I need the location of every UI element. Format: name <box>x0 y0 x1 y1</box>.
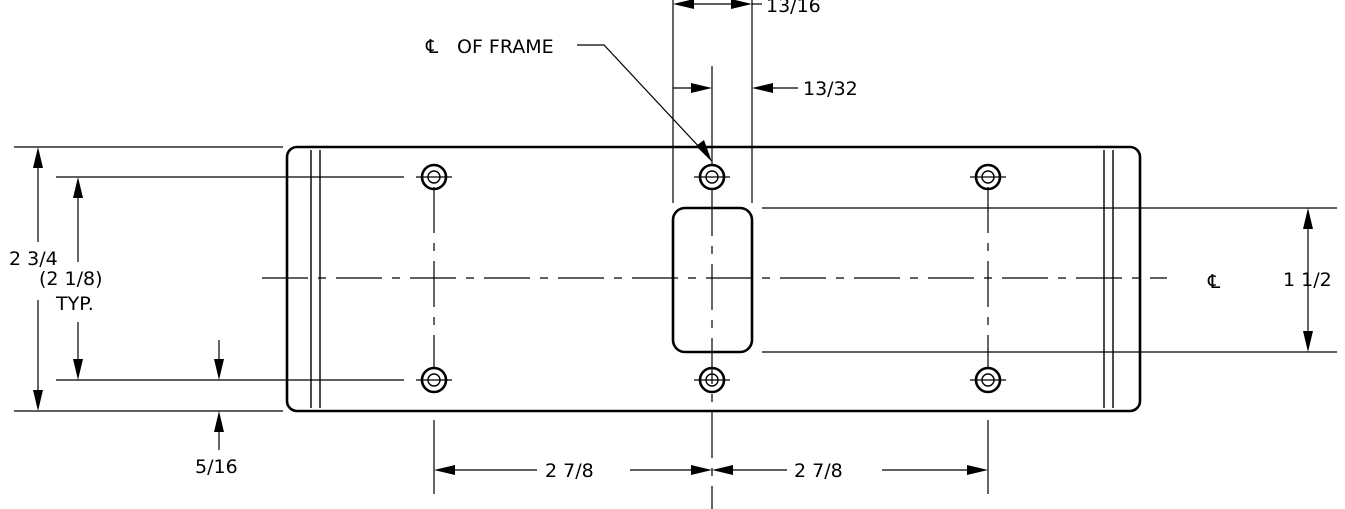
frame-centerline-symbol: ℄ <box>425 36 439 58</box>
dim-hole-spacing-right: 2 7/8 <box>712 460 988 482</box>
dim-slot-height: 1 1/2 <box>1283 208 1332 352</box>
dim-hole-spacing-right-label: 2 7/8 <box>794 460 843 482</box>
center-lines <box>262 66 1167 509</box>
dim-half-slot: 13/32 <box>673 78 858 100</box>
frame-centerline-label: OF FRAME <box>457 36 554 58</box>
dim-overall-height: 2 3/4 <box>9 147 58 411</box>
dim-slot-width-label: 13/16 <box>766 0 821 17</box>
typ-label: TYP. <box>55 293 94 315</box>
hole-top-right <box>970 163 1006 191</box>
hole-bottom-left <box>416 366 452 394</box>
extension-lines <box>14 0 1337 494</box>
plate-outline <box>285 145 1142 413</box>
hole-bottom-center <box>694 366 730 394</box>
dim-edge-offset-label: 5/16 <box>195 456 238 478</box>
dim-half-slot-label: 13/32 <box>803 78 858 100</box>
dim-hole-spacing-left-label: 2 7/8 <box>545 460 594 482</box>
dim-hole-spacing-left: 2 7/8 <box>434 460 712 482</box>
dim-slot-height-label: 1 1/2 <box>1283 269 1332 291</box>
plate-centerline-symbol: ℄ <box>1207 271 1221 293</box>
dim-hole-vertical: (2 1/8) TYP. <box>39 177 103 380</box>
dim-hole-vertical-label: (2 1/8) <box>39 268 103 290</box>
hole-top-left <box>416 163 452 191</box>
frame-centerline-callout: ℄ OF FRAME <box>425 36 712 162</box>
hole-top-center <box>694 163 730 191</box>
dim-overall-height-label: 2 3/4 <box>9 248 58 270</box>
dim-edge-offset: 5/16 <box>195 340 238 478</box>
hole-bottom-right <box>970 366 1006 394</box>
dim-slot-width: 13/16 <box>673 0 821 17</box>
